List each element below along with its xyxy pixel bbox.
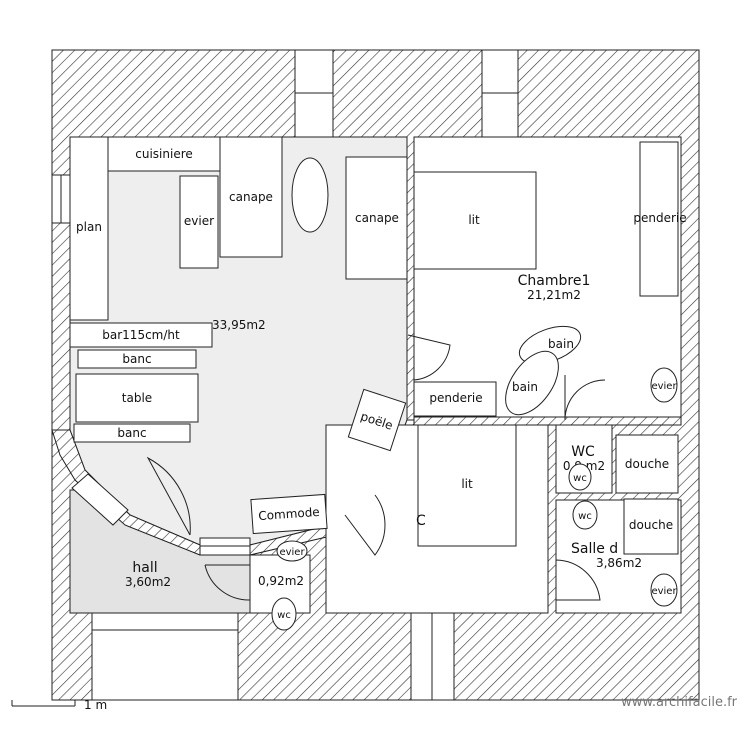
furniture-banc-1: banc: [77, 349, 197, 369]
door-swing-living: [407, 334, 451, 381]
furniture-lit-lower: lit: [417, 424, 517, 547]
bottom-area: [91, 612, 239, 701]
plan-label: plan: [76, 220, 102, 234]
furniture-canape-1: canape: [219, 136, 283, 258]
inner-wall-mid: [413, 416, 682, 426]
evier-label: evier: [651, 586, 677, 597]
banc-label: banc: [122, 352, 151, 366]
furniture-poele: poële: [347, 388, 407, 452]
furniture-cuisiniere: cuisiniere: [107, 136, 221, 172]
furniture-evier-kitchen: evier: [179, 175, 219, 269]
furniture-evier-small: evier: [276, 540, 308, 562]
douche-label: douche: [625, 457, 669, 471]
scale-label: 1 m: [84, 698, 107, 712]
wc-label: wc: [277, 610, 291, 621]
wc-label: wc: [573, 473, 587, 484]
window-diagonal: [71, 473, 129, 526]
door-swing-lower: [344, 494, 386, 556]
evier-label: evier: [279, 547, 305, 558]
chambre-area-label: 21,21m2: [527, 288, 581, 302]
evier-label: evier: [184, 214, 214, 228]
salle-name-label: Salle d: [571, 541, 618, 557]
door-swing-salle: [555, 559, 601, 601]
lit-label: lit: [468, 213, 480, 227]
lit-label: lit: [461, 477, 473, 491]
furniture-douche-1: douche: [615, 434, 679, 494]
furniture-wc-2: wc: [572, 500, 598, 530]
bar-label: bar115cm/ht: [102, 328, 180, 342]
furniture-bain-2: bain: [505, 350, 559, 416]
wc-room-name-label: WC: [571, 444, 595, 460]
bain-label: bain: [512, 380, 538, 394]
salle-area-label: 3,86m2: [596, 556, 642, 570]
furniture-canape-2: canape: [345, 156, 408, 280]
furniture-evier-salle: evier: [650, 573, 678, 607]
furniture-commode: Commode: [250, 493, 328, 535]
penderie-label: penderie: [429, 391, 482, 405]
commode-label: Commode: [258, 505, 320, 523]
credit-text: www.archifacile.fr: [621, 695, 737, 710]
hall-name-label: hall: [132, 560, 157, 576]
canape-label: canape: [355, 211, 399, 225]
furniture-wc-1: wc: [568, 463, 592, 491]
door-swing-small: [204, 564, 251, 601]
lower-room-partial-label: C: [416, 513, 426, 529]
chambre-name-label: Chambre1: [518, 273, 591, 289]
door-swing-bath: [564, 375, 606, 421]
furniture-banc-2: banc: [73, 423, 191, 443]
evier-label: evier: [651, 381, 677, 392]
furniture-penderie-2: penderie: [413, 381, 497, 417]
furniture-plan: plan: [69, 136, 109, 321]
wc-label: wc: [578, 511, 592, 522]
penderie-label: penderie: [633, 211, 686, 225]
furniture-wc-small: wc: [271, 597, 297, 631]
table-label: table: [122, 391, 152, 405]
oval-table: [291, 157, 329, 233]
cuisiniere-label: cuisiniere: [135, 147, 193, 161]
furniture-lit-bedroom: lit: [413, 171, 537, 270]
furniture-penderie-bedroom: penderie: [633, 141, 687, 297]
douche-label: douche: [629, 518, 673, 532]
furniture-evier-bedroom: evier: [650, 367, 678, 403]
scale-bar: 1 m: [11, 698, 107, 712]
banc-label: banc: [117, 426, 146, 440]
furniture-bar: bar115cm/ht: [69, 322, 213, 348]
hall-area-label: 3,60m2: [125, 575, 171, 589]
living-area-label: 33,95m2: [212, 318, 266, 332]
door-swing-hall: [146, 456, 191, 536]
small-room-area-label: 0,92m2: [258, 574, 304, 588]
furniture-table: table: [75, 373, 199, 423]
canape-label: canape: [229, 190, 273, 204]
bain-label: bain: [548, 337, 574, 351]
furniture-douche-2: douche: [623, 498, 679, 555]
